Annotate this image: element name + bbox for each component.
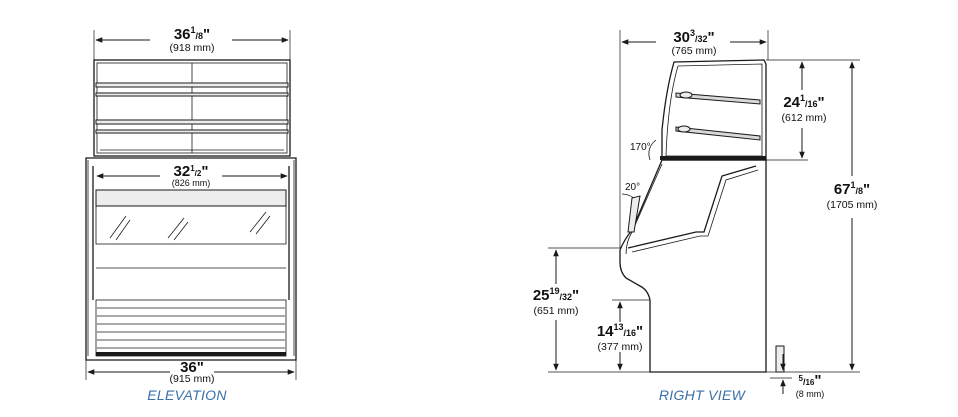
shelf-bracket [679, 91, 693, 99]
dim-depth: 303/32" [673, 28, 714, 46]
shelf-lower-front [95, 129, 289, 134]
counter-profile-inner [631, 169, 759, 253]
dim-toe-height-mm: (377 mm) [598, 341, 643, 353]
dim-top-width: 361/8" [174, 25, 210, 43]
glass-reflection [249, 211, 267, 233]
kick-plate [96, 352, 286, 356]
dim-upper-height: 241/16" [783, 93, 824, 111]
glass-reflection [255, 215, 271, 235]
right-view: 303/32" (765 mm) 170° 20° 241/16" (612 m… [533, 28, 878, 403]
upper-case-side [661, 59, 767, 161]
lower-body-side [619, 159, 767, 373]
dim-foot-height-mm: (8 mm) [796, 389, 825, 399]
dim-inner-width-mm: (826 mm) [172, 178, 211, 188]
dim-depth-mm: (765 mm) [672, 45, 717, 57]
angle-arc [648, 139, 657, 161]
dim-top-width-mm: (918 mm) [170, 42, 215, 54]
view-label-right: RIGHT VIEW [659, 387, 747, 403]
dim-upper-height-mm: (612 mm) [782, 112, 827, 124]
dim-foot-height: 5/16" [799, 372, 822, 389]
counter-profile [627, 165, 757, 249]
side-handle [627, 195, 641, 233]
front-glass [95, 205, 287, 245]
case-base [660, 156, 766, 160]
angle-shelf: 20° [625, 182, 640, 193]
shelf-lower [95, 119, 289, 125]
shelf-bracket [677, 125, 691, 133]
front-glass-top [95, 189, 287, 207]
shelf-upper-front [95, 92, 289, 97]
glass-reflection [115, 219, 131, 241]
view-label-elevation: ELEVATION [147, 387, 227, 403]
glass-reflection [173, 221, 189, 241]
elevation-view: 361/8" (918 mm) 321/2" (826 mm) [85, 25, 297, 403]
lower-body [85, 157, 297, 361]
dim-total-height-mm: (1705 mm) [827, 199, 878, 211]
side-shelf-lower [675, 126, 761, 141]
dim-base-width-mm: (915 mm) [170, 373, 215, 385]
upper-case-glass [665, 63, 763, 157]
dim-counter-height-mm: (651 mm) [534, 305, 579, 317]
side-shelf-upper [675, 92, 761, 105]
glass-reflection [167, 217, 185, 239]
dim-inner-width: 321/2" [174, 163, 209, 180]
dim-toe-height: 1413/16" [597, 322, 643, 340]
upper-case [93, 59, 291, 157]
angle-glass: 170° [630, 142, 651, 153]
shelf-upper [95, 82, 289, 88]
dim-counter-height: 2519/32" [533, 286, 579, 304]
dim-total-height: 671/8" [834, 180, 870, 198]
glass-reflection [109, 215, 127, 239]
dim-base-width: 36" [180, 359, 204, 376]
